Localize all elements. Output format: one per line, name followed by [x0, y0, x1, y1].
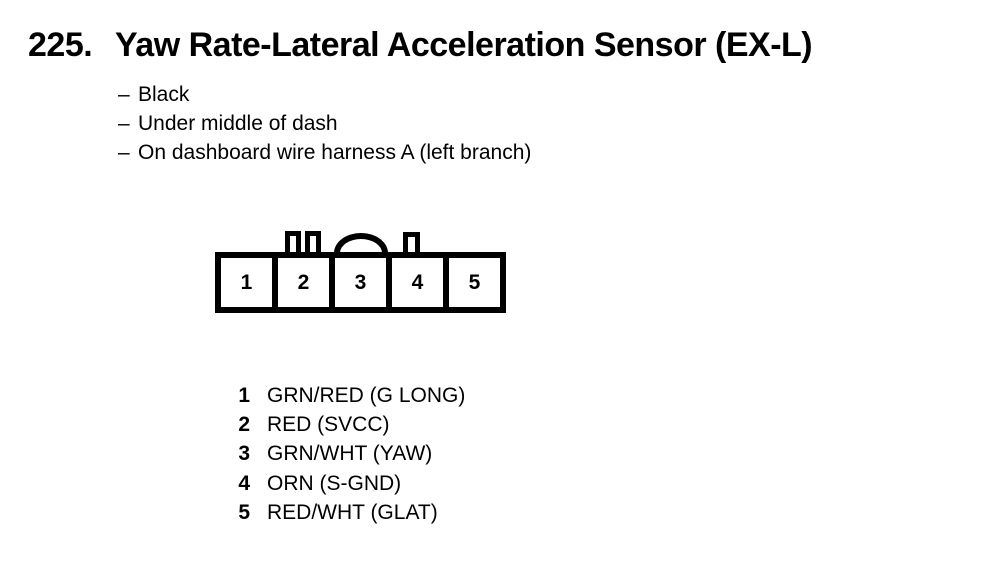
detail-text: Black [138, 83, 190, 106]
connector-latch-arc [334, 233, 388, 253]
pinout-row: 5 RED/WHT (GLAT) [230, 498, 465, 527]
sensor-title: Yaw Rate-Lateral Acceleration Sensor (EX… [115, 26, 813, 64]
pin-wire-label: ORN (S-GND) [267, 471, 402, 495]
page-title: 225. Yaw Rate-Lateral Acceleration Senso… [28, 26, 813, 64]
detail-item-color: – Black [118, 80, 531, 109]
pin-number: 1 [238, 384, 250, 407]
connector-body: 1 2 3 4 5 [215, 252, 506, 313]
connector-diagram: 1 2 3 4 5 [215, 226, 506, 313]
dash-bullet: – [118, 141, 130, 164]
pin-wire-label: GRN/RED (G LONG) [267, 384, 466, 407]
connector-cavity-4: 4 [392, 258, 449, 307]
pin-number: 2 [238, 413, 250, 437]
connector-cavity-5: 5 [468, 270, 481, 294]
dash-bullet: – [118, 83, 130, 106]
connector-cavity-3: 3 [335, 258, 392, 307]
detail-text: Under middle of dash [138, 112, 338, 135]
pin-number: 4 [238, 471, 250, 495]
pinout-row: 3 GRN/WHT (YAW) [230, 439, 465, 468]
dash-bullet: – [118, 112, 130, 135]
pinout-row: 1 GRN/RED (G LONG) [230, 381, 465, 410]
detail-text: On dashboard wire harness A (left branch… [138, 141, 532, 164]
detail-item-location: – Under middle of dash [118, 109, 531, 138]
connector-cavity-2: 2 [278, 258, 335, 307]
pin-wire-label: RED (SVCC) [267, 413, 390, 437]
pin-wire-label: GRN/WHT (YAW) [267, 442, 433, 466]
pin-number: 5 [238, 500, 250, 524]
pinout-row: 4 ORN (S-GND) [230, 469, 465, 498]
connector-lock-tab [285, 231, 301, 253]
connector-lock-tab [403, 232, 420, 253]
connector-cavity-1: 1 [221, 258, 278, 307]
pin-wire-label: RED/WHT (GLAT) [267, 500, 438, 524]
location-details: – Black – Under middle of dash – On dash… [118, 80, 531, 167]
pin-number: 3 [238, 442, 250, 466]
pinout-list: 1 GRN/RED (G LONG) 2 RED (SVCC) 3 GRN/WH… [230, 381, 465, 527]
detail-item-harness: – On dashboard wire harness A (left bran… [118, 138, 531, 167]
connector-lock-tab [305, 231, 321, 253]
item-number: 225. [28, 26, 93, 64]
pinout-row: 2 RED (SVCC) [230, 410, 465, 439]
